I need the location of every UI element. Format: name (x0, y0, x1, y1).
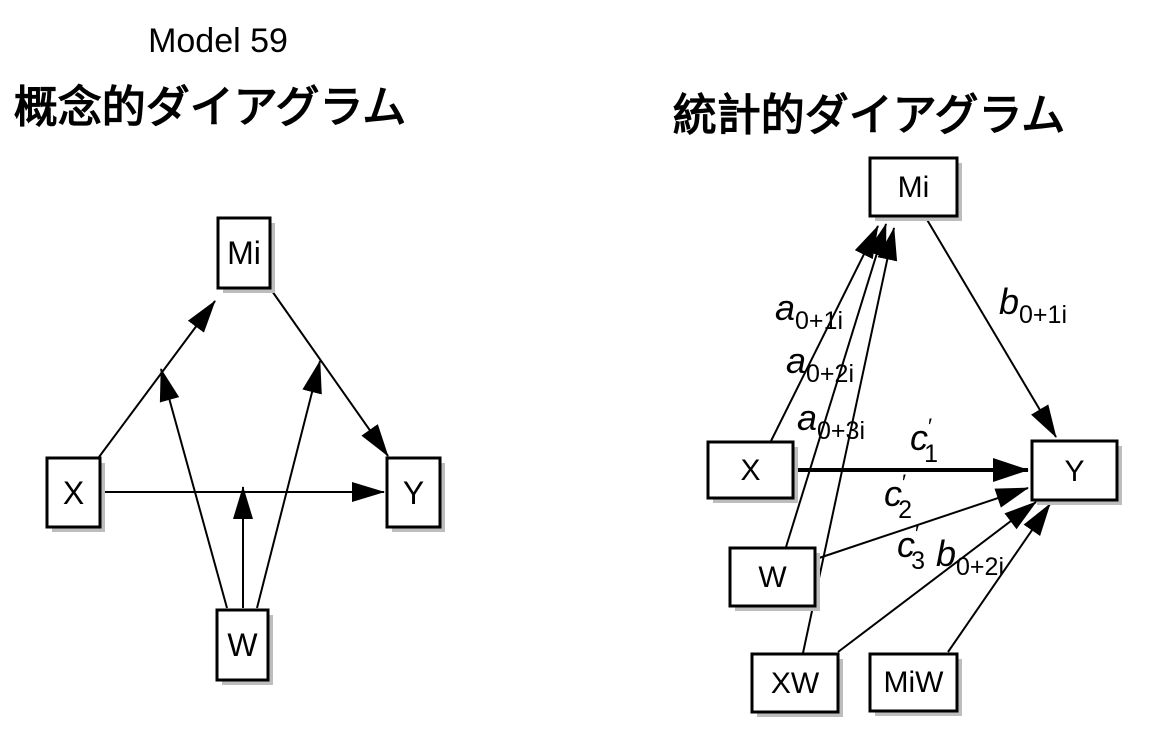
path-label-a3: a0+3i (797, 397, 865, 445)
node-box (750, 652, 840, 714)
node-label: Y (1064, 455, 1084, 488)
label-c3-base: c (897, 524, 915, 565)
label-c1-prime: ′ (928, 414, 932, 439)
path-label-a2: a0+2i (786, 340, 854, 388)
stat-edge-w-to-y (815, 487, 1029, 560)
label-b2-sub: 0+2i (956, 553, 1004, 581)
stat-edge-xw-to-y (837, 501, 1037, 653)
conceptual-node-y: Y (385, 456, 445, 532)
model-title: Model 59 (148, 22, 288, 60)
statistical-node-x: X (706, 440, 798, 503)
node-label: Mi (227, 235, 261, 271)
stat-edge-x-to-mi (770, 225, 879, 442)
conceptual-edge-w-to-miy-path (256, 360, 322, 609)
node-label: Y (403, 475, 424, 511)
statistical-diagram: a0+1i a0+2i a0+3i b0+1i c′1 c′2 c′3 b0+2… (706, 156, 1122, 717)
node-box (706, 440, 795, 500)
stat-edge-miw-to-y (947, 503, 1051, 653)
node-label: X (63, 475, 84, 511)
conceptual-diagram-title: 概念的ダイアグラム (14, 82, 406, 132)
conceptual-node-w: W (215, 608, 273, 685)
node-box (728, 546, 817, 608)
path-label-c3: c′3 (897, 521, 925, 575)
conceptual-diagram: Mi X Y W (45, 216, 445, 685)
conceptual-node-x: X (45, 456, 105, 532)
statistical-node-miw: MiW (868, 652, 962, 716)
label-c3-prime: ′ (915, 521, 919, 546)
label-a1-sub: 0+1i (795, 307, 843, 335)
path-label-b2: b0+2i (936, 533, 1004, 581)
stat-edge-mi-to-y (925, 217, 1057, 438)
statistical-diagram-title: 統計的ダイアグラム (673, 91, 1065, 140)
statistical-node-mi: Mi (868, 156, 962, 221)
label-c1-sub: 1 (924, 440, 938, 468)
node-label: X (740, 454, 760, 487)
label-b1-base: b (999, 281, 1019, 322)
node-box (1030, 439, 1119, 502)
conceptual-edge-x-to-mi (98, 300, 216, 458)
conceptual-edge-w-to-xmi-path (159, 368, 228, 609)
path-label-b1: b0+1i (999, 281, 1067, 329)
label-c2-prime: ′ (902, 470, 906, 495)
label-c3-sub: 3 (911, 547, 925, 575)
node-box (45, 456, 102, 529)
label-a3-sub: 0+3i (817, 417, 865, 445)
stat-edge-w-to-mi (785, 223, 887, 548)
label-b1-sub: 0+1i (1019, 301, 1067, 329)
node-box (216, 216, 272, 290)
statistical-node-y: Y (1030, 439, 1122, 505)
conceptual-node-mi: Mi (216, 216, 275, 293)
label-a2-base: a (786, 340, 806, 381)
node-box (868, 156, 959, 218)
node-label: W (227, 627, 258, 663)
node-box (385, 456, 442, 529)
label-c1-base: c (910, 417, 928, 458)
statistical-node-xw: XW (750, 652, 843, 717)
node-label: W (758, 561, 787, 594)
label-a1-base: a (775, 287, 795, 328)
label-a2-sub: 0+2i (806, 360, 854, 388)
path-label-c2: c′2 (884, 470, 912, 524)
node-label: XW (771, 667, 820, 700)
path-label-c1: c′1 (910, 414, 938, 468)
label-c2-base: c (884, 473, 902, 514)
node-box (868, 652, 959, 713)
node-label: Mi (898, 171, 930, 204)
node-label: MiW (884, 666, 945, 699)
conceptual-edge-mi-to-y (271, 290, 389, 457)
label-a3-base: a (797, 397, 817, 438)
statistical-node-w: W (728, 546, 820, 611)
path-label-a1: a0+1i (775, 287, 843, 335)
label-c2-sub: 2 (898, 496, 912, 524)
node-box (215, 608, 270, 682)
label-b2-base: b (936, 533, 956, 574)
